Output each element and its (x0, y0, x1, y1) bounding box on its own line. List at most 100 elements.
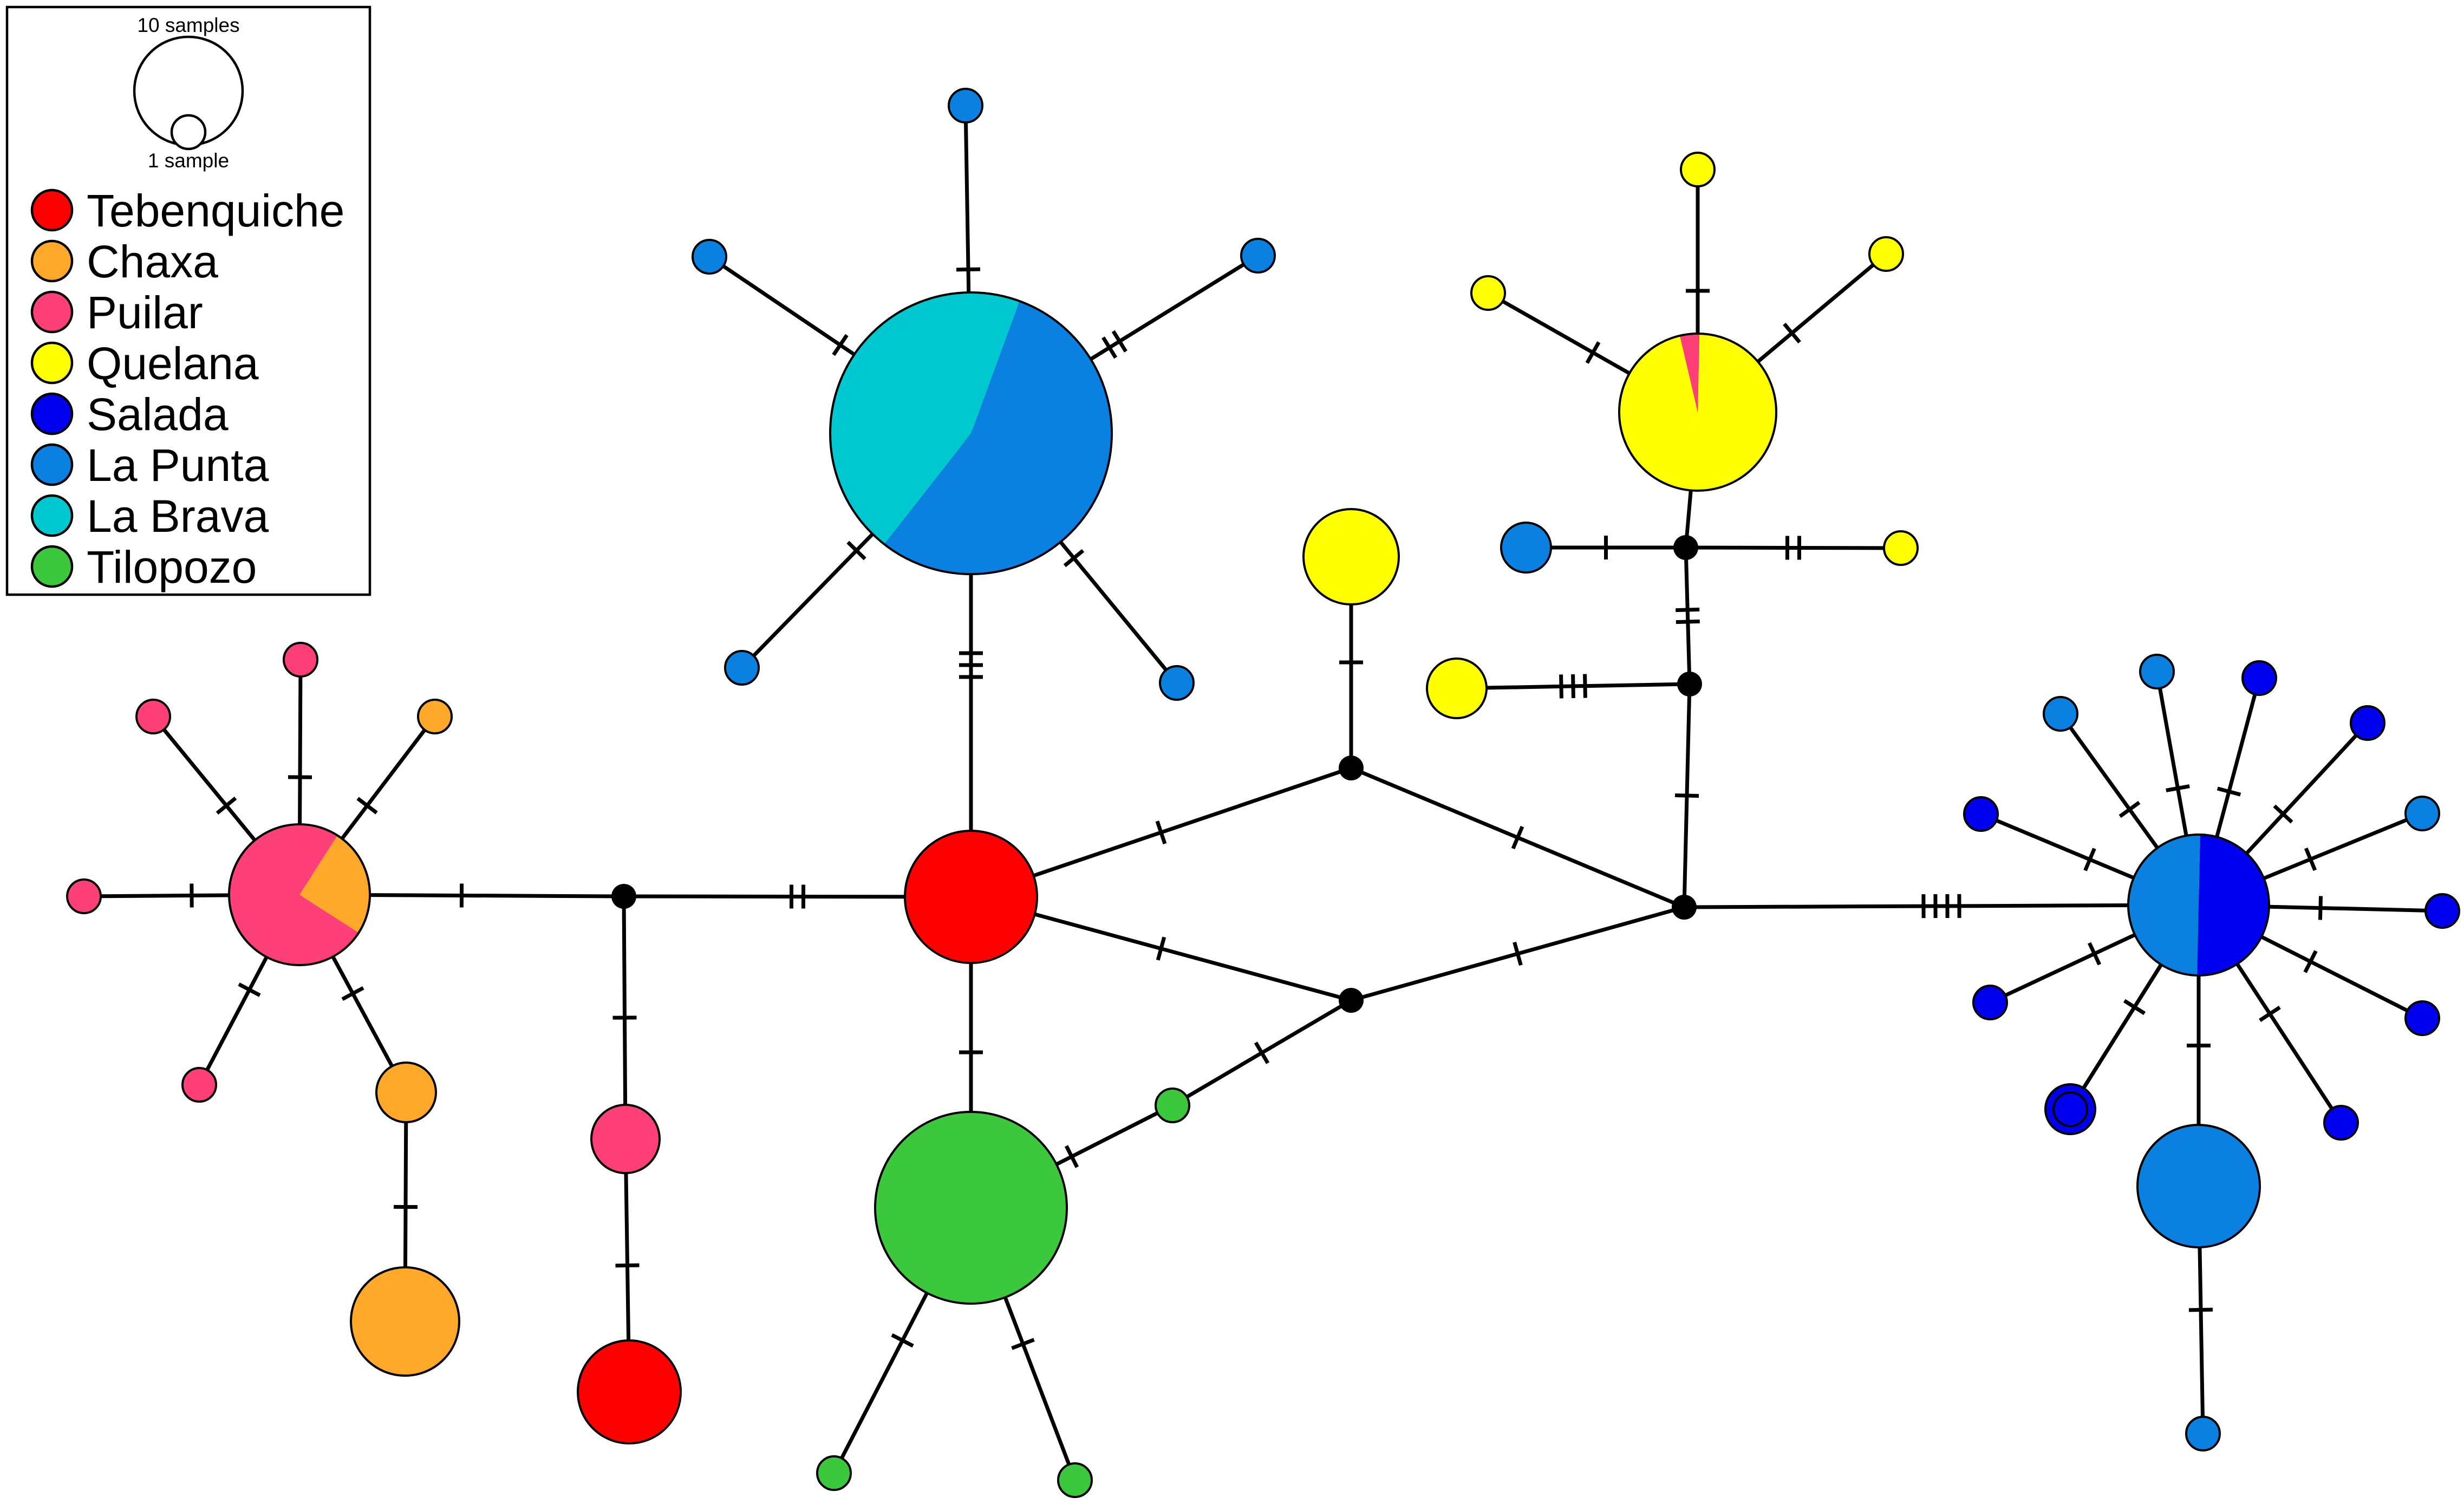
median-vector-mv_hub (1672, 895, 1697, 920)
haplotype-outline (228, 823, 371, 966)
legend-item-la_brava: La Brava (30, 491, 269, 542)
mutation-tick (846, 541, 866, 561)
mutation-tick (1063, 549, 1085, 568)
haplotype-slice-quelana (1426, 657, 1488, 719)
link-mv_q2-mv_q1 (1676, 547, 1700, 685)
mutation-tick (341, 986, 364, 1001)
haplotype-H_top_e (1159, 665, 1195, 701)
legend-swatch (30, 545, 74, 588)
haplotype-slice-quelana (1868, 236, 1904, 272)
haplotype-H_sal_g (2424, 893, 2460, 929)
haplotype-H_lp_end (2185, 1416, 2221, 1451)
link-mv_lower_mid-mv_hub (1351, 905, 1685, 1002)
mutation-tick (1674, 793, 1699, 798)
mutation-tick (891, 1333, 914, 1348)
haplotype-slice-salada (2052, 1091, 2088, 1127)
haplotype-slice-chaxa (375, 1062, 437, 1123)
link-mv_q2-H_quel_e (1456, 674, 1690, 699)
haplotype-slice-la_punta (2185, 1416, 2221, 1451)
haplotype-H_salada (2127, 834, 2270, 976)
link-mv_hub-mv_q2 (1674, 683, 1699, 908)
mutation-tick (2083, 848, 2096, 871)
legend-swatch (30, 443, 74, 486)
haplotype-H_tilo_3 (1057, 1462, 1093, 1498)
mutation-tick (1511, 825, 1524, 850)
haplotype-slice-puilar (66, 878, 102, 914)
haplotype-outline (1618, 333, 1777, 492)
mutation-tick (216, 796, 237, 815)
mutation-tick (1676, 607, 1700, 613)
haplotype-slice-tilopozo (1155, 1088, 1190, 1123)
mutation-tick (2273, 804, 2293, 824)
legend-item-chaxa: Chaxa (30, 236, 218, 287)
link-line (1684, 547, 1692, 685)
mutation-tick (2118, 800, 2141, 818)
haplotype-slice-puilar (181, 1067, 217, 1103)
haplotype-slice-salada (2424, 893, 2460, 929)
haplotype-slice-la_punta (2043, 696, 2078, 732)
link-mv_hub-H_salada (1684, 894, 2199, 919)
mutation-tick (1783, 322, 1801, 344)
haplotype-H_puilar (228, 823, 371, 966)
mutation-tick (1111, 330, 1127, 353)
legend: 10 samples 1 sample TebenquicheChaxaPuil… (5, 5, 371, 596)
median-vector-mv_left (611, 884, 636, 909)
haplotype-H_quel_c (1868, 236, 1904, 272)
size-scale-small-label: 1 sample (148, 149, 229, 172)
haplotype-slice-chaxa (350, 1266, 460, 1377)
haplotype-H_sal_i (2404, 1000, 2440, 1036)
mutation-tick (956, 267, 981, 272)
haplotype-slice-tilopozo (816, 1455, 852, 1491)
legend-label: Quelana (87, 338, 259, 389)
mutation-tick (1064, 1145, 1079, 1168)
legend-swatch (30, 290, 74, 334)
mutation-tick (356, 797, 378, 815)
haplotype-H_sal_a (2043, 696, 2078, 732)
haplotype-H_quel_e (1426, 657, 1488, 719)
haplotype-slice-puilar (283, 642, 318, 678)
mutation-tick (832, 334, 849, 356)
legend-label: Chaxa (87, 236, 218, 287)
mutation-tick (1571, 674, 1575, 699)
haplotype-H_sal_d (2350, 705, 2385, 741)
mutation-tick (1254, 1041, 1270, 1064)
haplotype-H_puilar_d (66, 878, 102, 914)
mutation-tick (2217, 786, 2241, 797)
link-mv_left-H_puilar_f (612, 896, 637, 1140)
haplotype-slice-salada (2350, 705, 2385, 741)
legend-label: Tebenquiche (87, 185, 344, 236)
mutation-tick (1559, 674, 1563, 699)
haplotype-slice-quelana (1883, 530, 1919, 566)
median-vector-mv_q2 (1677, 672, 1702, 696)
haplotype-slice-la_punta (948, 88, 983, 123)
haplotype-H_sal_f (1963, 796, 1999, 832)
haplotype-H_top (829, 291, 1113, 575)
haplotype-H_sal_j (2323, 1105, 2359, 1141)
legend-item-tebenquiche: Tebenquiche (30, 185, 344, 236)
haplotype-H_quel_big (1302, 508, 1400, 605)
haplotype-slice-la_punta (2404, 796, 2440, 831)
haplotype-H_tilo_1 (874, 1111, 1068, 1305)
legend-item-salada: Salada (30, 389, 229, 440)
haplotype-slice-salada (2241, 660, 2277, 696)
haplotype-H_quel_d (1883, 530, 1919, 566)
haplotype-slice-chaxa (299, 835, 370, 933)
median-vector-mv_q1 (1673, 535, 1698, 560)
haplotype-H_puilar_a (283, 642, 318, 678)
haplotype-H_top_d (724, 650, 760, 686)
legend-label: Tilopozo (87, 542, 257, 593)
haplotype-H_sal_b (2139, 654, 2175, 689)
haplotype-H_quel_a (1680, 152, 1716, 187)
legend-swatch (30, 494, 74, 537)
mutation-tick (2166, 784, 2190, 792)
haplotype-slice-quelana (1470, 275, 1506, 311)
link-mv_q1-H_quel_d (1685, 536, 1901, 560)
haplotype-H_top_a (948, 88, 983, 123)
haplotype-slice-la_punta (2128, 834, 2200, 975)
haplotype-slice-la_punta (724, 650, 760, 686)
legend-swatch (30, 341, 74, 385)
haplotype-slice-puilar (229, 824, 359, 966)
haplotype-H_chaxa_2 (350, 1266, 460, 1377)
legend-item-puilar: Puilar (30, 287, 203, 338)
haplotype-H_quel_b (1470, 275, 1506, 311)
